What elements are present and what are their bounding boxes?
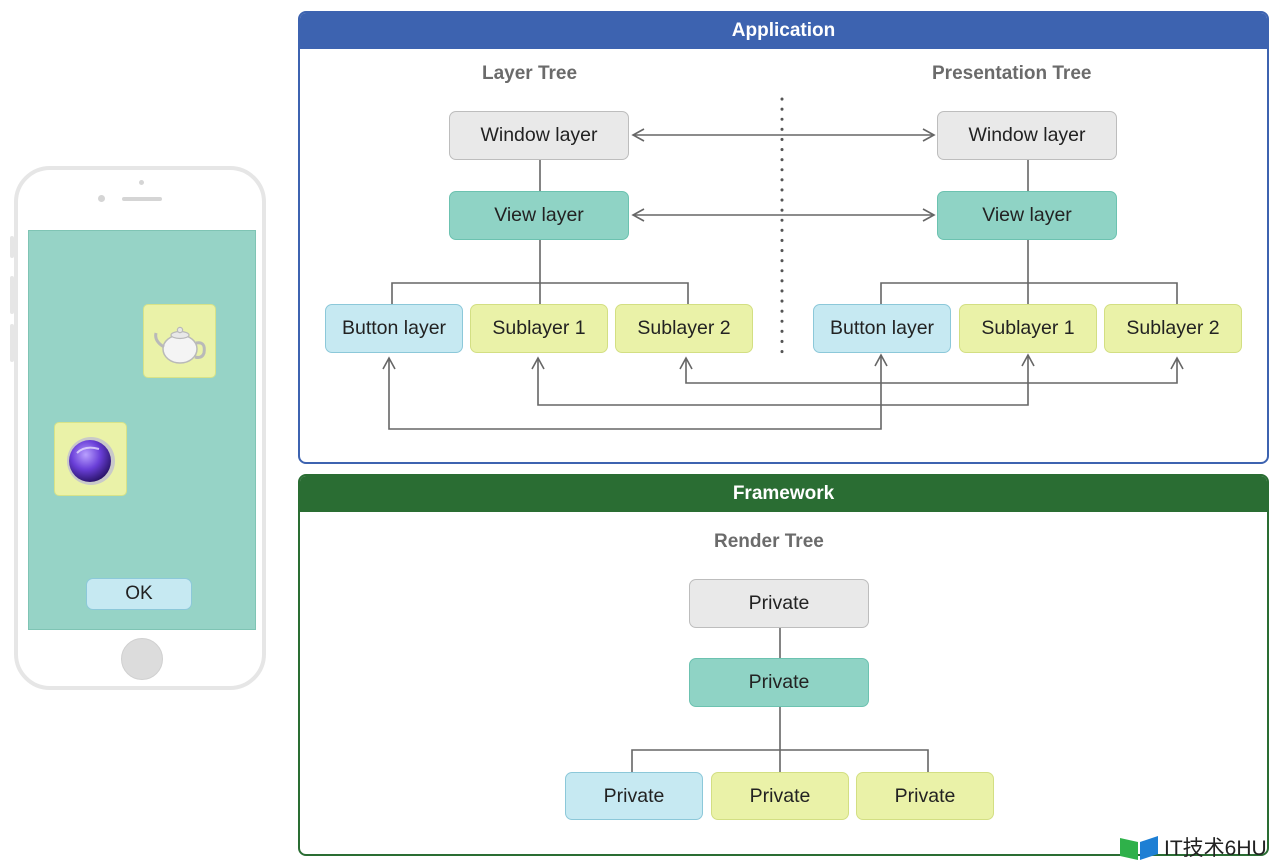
presentation-tree-title: Presentation Tree xyxy=(932,63,1092,84)
layer-tree-window-layer: Window layer xyxy=(449,111,629,160)
watermark: IT技术6HU xyxy=(1118,832,1267,862)
teapot-icon xyxy=(154,326,206,364)
phone-volume-up xyxy=(10,276,14,314)
presentation-tree-view-layer: View layer xyxy=(937,191,1117,240)
phone-mute-switch xyxy=(10,236,14,258)
presentation-tree-button-layer: Button layer xyxy=(813,304,951,353)
application-title: Application xyxy=(300,13,1267,49)
layer-tree-sublayer-1: Sublayer 1 xyxy=(470,304,608,353)
phone-speaker xyxy=(122,197,162,201)
watermark-text: IT技术6HU xyxy=(1164,837,1267,860)
teapot-tile[interactable] xyxy=(143,304,216,378)
render-tree-child-private-2: Private xyxy=(711,772,849,820)
phone-sensor xyxy=(139,180,144,185)
presentation-tree-window-layer: Window layer xyxy=(937,111,1117,160)
ok-button[interactable]: OK xyxy=(86,578,192,610)
phone-camera xyxy=(98,195,105,202)
application-panel: Application xyxy=(298,11,1269,464)
render-tree-child-private-1: Private xyxy=(565,772,703,820)
layer-tree-sublayer-2: Sublayer 2 xyxy=(615,304,753,353)
render-tree-title: Render Tree xyxy=(714,531,824,552)
framework-title: Framework xyxy=(300,476,1267,512)
purple-orb-icon xyxy=(67,437,115,485)
layer-tree-button-layer: Button layer xyxy=(325,304,463,353)
book-logo-icon xyxy=(1120,836,1158,860)
layer-tree-view-layer: View layer xyxy=(449,191,629,240)
render-tree-child-private-3: Private xyxy=(856,772,994,820)
orb-tile[interactable] xyxy=(54,422,127,496)
layer-tree-title: Layer Tree xyxy=(482,63,578,84)
home-button[interactable] xyxy=(121,638,163,680)
presentation-tree-sublayer-1: Sublayer 1 xyxy=(959,304,1097,353)
framework-panel: Framework xyxy=(298,474,1269,856)
presentation-tree-sublayer-2: Sublayer 2 xyxy=(1104,304,1242,353)
phone-volume-down xyxy=(10,324,14,362)
render-tree-root-private: Private xyxy=(689,579,869,628)
render-tree-view-private: Private xyxy=(689,658,869,707)
